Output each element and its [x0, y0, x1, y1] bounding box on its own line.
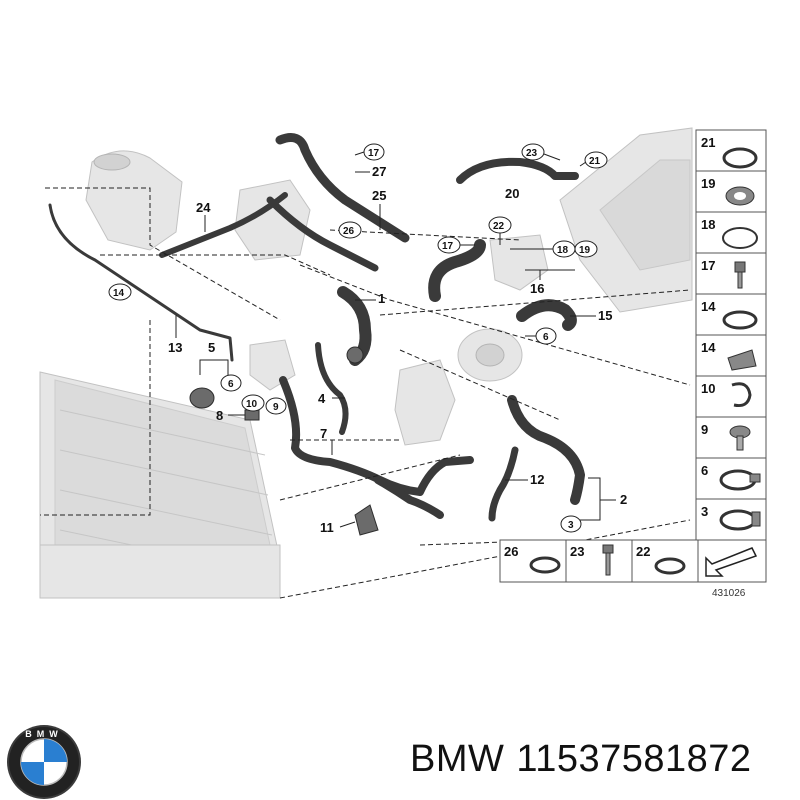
svg-text:14: 14: [701, 340, 716, 355]
svg-text:3: 3: [568, 520, 574, 531]
circle-label-18: 18: [552, 240, 576, 258]
svg-text:19: 19: [579, 245, 591, 256]
label-8: 8: [216, 408, 223, 423]
circle-label-6-left: 6: [220, 374, 242, 392]
label-13: 13: [168, 340, 182, 355]
svg-text:10: 10: [246, 399, 258, 410]
svg-text:22: 22: [493, 221, 505, 232]
panel-row-14a: 14: [695, 293, 767, 336]
bottom-cell-22: 22: [631, 539, 699, 583]
circle-label-23: 23: [521, 143, 561, 161]
svg-text:14: 14: [701, 299, 716, 314]
svg-text:23: 23: [526, 148, 538, 159]
panel-row-9: 9: [695, 416, 767, 459]
svg-text:26: 26: [343, 226, 355, 237]
label-1: 1: [378, 291, 385, 306]
bottom-cell-26: 26: [499, 539, 567, 583]
circle-label-21: 21: [579, 151, 608, 169]
bottom-cell-23: 23: [565, 539, 633, 583]
expansion-tank-ghost: [85, 150, 183, 251]
brand-name: BMW: [410, 738, 505, 780]
bracket-11: [354, 504, 379, 536]
panel-row-17: 17: [695, 252, 767, 295]
svg-text:18: 18: [701, 217, 715, 232]
label-15: 15: [598, 308, 612, 323]
label-16: 16: [530, 281, 544, 296]
svg-text:6: 6: [228, 379, 234, 390]
bmw-logo: BMW: [7, 725, 81, 799]
hoses: [48, 133, 585, 522]
svg-text:26: 26: [504, 544, 518, 559]
parts-panel-bottom: 26 23 22 431026: [499, 539, 767, 599]
panel-row-19: 19: [695, 170, 767, 213]
label-4: 4: [318, 391, 326, 406]
engine-block-ghost: [559, 127, 693, 313]
svg-text:9: 9: [273, 402, 279, 413]
svg-text:9: 9: [701, 422, 708, 437]
label-12: 12: [530, 472, 544, 487]
circle-label-3: 3: [560, 515, 582, 533]
svg-text:10: 10: [701, 381, 715, 396]
svg-text:22: 22: [636, 544, 650, 559]
callout-lines: [40, 187, 691, 599]
svg-text:6: 6: [701, 463, 708, 478]
circle-label-26: 26: [338, 221, 362, 239]
label-7: 7: [320, 426, 327, 441]
direction-arrow-cell: [697, 539, 767, 583]
mount-5: [189, 387, 215, 409]
circle-label-6-right: 6: [525, 327, 557, 345]
svg-text:6: 6: [543, 332, 549, 343]
circle-label-9: 9: [265, 397, 287, 415]
circle-label-10: 10: [241, 394, 265, 412]
panel-row-21: 21: [695, 129, 767, 172]
radiator-ghost: [39, 371, 281, 599]
logo-lettering: BMW: [25, 729, 63, 739]
water-pump-ghost: [234, 179, 549, 446]
svg-text:17: 17: [442, 241, 454, 252]
svg-text:23: 23: [570, 544, 584, 559]
callout-labels: 24 25 27 20 1 15 16 13 5 4 7 8 11 12 2 1: [108, 143, 627, 535]
svg-text:21: 21: [589, 156, 601, 167]
label-5: 5: [208, 340, 215, 355]
brand-caption: BMW 11537581872: [410, 738, 764, 781]
panel-row-14b: 14: [695, 334, 767, 377]
circle-label-17-top: 17: [354, 143, 385, 161]
bracket-8: [244, 409, 260, 421]
circle-label-19: 19: [510, 240, 598, 258]
svg-text:17: 17: [701, 258, 715, 273]
svg-text:14: 14: [113, 288, 125, 299]
circle-label-17-mid: 17: [437, 236, 475, 254]
svg-text:19: 19: [701, 176, 715, 191]
diagram-number: 431026: [712, 588, 746, 599]
label-25: 25: [372, 188, 386, 203]
circle-label-14: 14: [108, 283, 132, 301]
part-number: 11537581872: [516, 738, 752, 780]
svg-text:18: 18: [557, 245, 569, 256]
parts-panel-right: 21 19 18 17 14 14: [695, 129, 767, 541]
label-27: 27: [372, 164, 386, 179]
label-11: 11: [320, 520, 334, 535]
svg-text:3: 3: [701, 504, 708, 519]
panel-row-6: 6: [695, 457, 767, 500]
svg-text:21: 21: [701, 135, 715, 150]
panel-row-3: 3: [695, 498, 767, 541]
label-24: 24: [196, 200, 211, 215]
panel-row-10: 10: [695, 375, 767, 418]
small-parts: [189, 346, 379, 536]
panel-row-18: 18: [695, 211, 767, 254]
label-20: 20: [505, 186, 519, 201]
svg-text:17: 17: [368, 148, 380, 159]
circle-label-22: 22: [488, 216, 512, 245]
label-2: 2: [620, 492, 627, 507]
